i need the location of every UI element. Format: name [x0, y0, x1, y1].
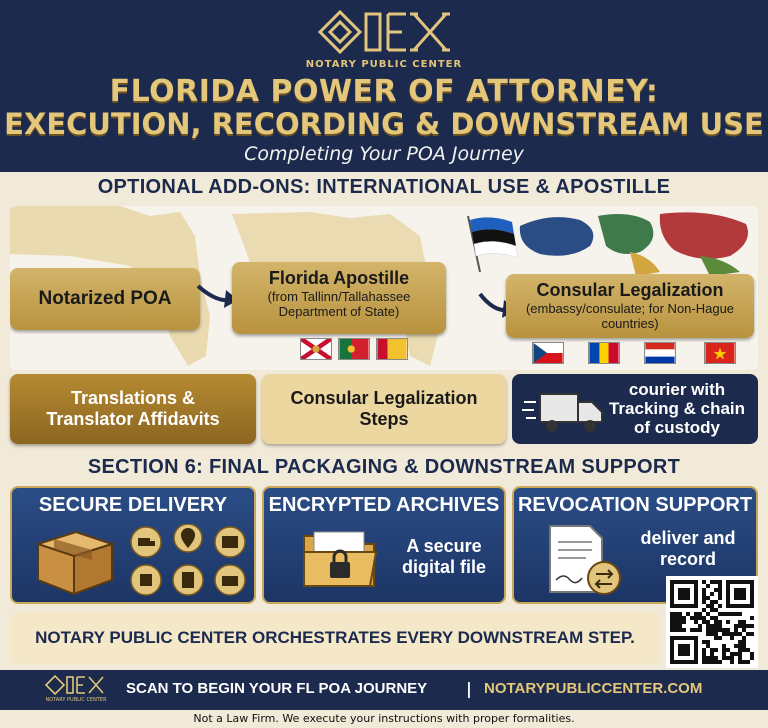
logo-icon — [317, 9, 450, 55]
encrypted-archives-text: A secure digital file — [401, 536, 486, 577]
folder-lock-icon — [303, 531, 378, 587]
footer-logo-subtitle: NOTARY PUBLIC CENTER — [45, 697, 107, 703]
vietnam-flag-icon — [704, 342, 736, 364]
paraguay-flag-icon — [644, 342, 676, 364]
orchestration-banner: NOTARY PUBLIC CENTER ORCHESTRATES EVERY … — [10, 612, 660, 664]
world-map-icon — [519, 212, 748, 276]
translations-box: Translations & Translator Affidavits — [10, 374, 256, 444]
florida-map-icon — [10, 206, 440, 366]
consular-steps-box: Consular Legalization Steps — [262, 374, 506, 444]
section-addons-title: OPTIONAL ADD-ONS: INTERNATIONAL USE & AP… — [97, 176, 671, 198]
estonia-flag-icon — [467, 215, 518, 273]
footer-cta: SCAN TO BEGIN YOUR FL POA JOURNEY — [126, 680, 428, 697]
portugal-flag-icon — [338, 338, 370, 360]
apostille-box: Florida Apostille (from Tallinn/Tallahas… — [232, 262, 446, 334]
spain-style-flag-icon — [376, 338, 408, 360]
apostille-title: Florida Apostille — [268, 268, 410, 288]
qr-code-icon[interactable] — [666, 576, 758, 668]
apostille-subtitle: (from Tallinn/Tallahassee Department of … — [267, 289, 411, 319]
florida-flag-icon — [300, 338, 332, 360]
orchestration-banner-text: NOTARY PUBLIC CENTER ORCHESTRATES EVERY … — [35, 628, 635, 647]
secure-delivery-card: SECURE DELIVERY — [10, 486, 256, 604]
page-title-line1: FLORIDA POWER OF ATTORNEY: — [109, 74, 659, 109]
header-banner — [0, 0, 768, 172]
notarized-poa-label: Notarized POA — [38, 288, 172, 309]
page-subtitle: Completing Your POA Journey — [244, 143, 524, 165]
encrypted-archives-card: ENCRYPTED ARCHIVES A secure digital file — [262, 486, 506, 604]
delivery-options-icons — [130, 524, 246, 596]
consular-subtitle: (embassy/consulate; for Non-Hague countr… — [525, 301, 735, 331]
box-icon — [34, 530, 116, 596]
document-exchange-icon — [549, 525, 621, 595]
consular-title: Consular Legalization — [536, 280, 724, 300]
notarized-poa-box: Notarized POA — [10, 268, 200, 330]
moldova-flag-icon — [588, 342, 620, 364]
addons-panel: Notarized POA Florida Apostille (from Ta… — [10, 206, 758, 370]
czech-flag-icon — [532, 342, 564, 364]
revocation-text: deliver and record — [640, 528, 736, 569]
footer-logo-icon — [44, 674, 104, 696]
logo-subtitle: NOTARY PUBLIC CENTER — [305, 59, 463, 70]
footer-url-link[interactable]: NOTARYPUBLICCENTER.COM — [484, 680, 703, 697]
translations-label: Translations & Translator Affidavits — [46, 388, 220, 429]
secure-delivery-title: SECURE DELIVERY — [38, 494, 228, 516]
courier-box: courier with Tracking & chain of custody — [512, 374, 758, 444]
encrypted-archives-title: ENCRYPTED ARCHIVES — [268, 494, 500, 516]
disclaimer-note: Not a Law Firm. We execute your instruct… — [193, 712, 575, 725]
footer-bar — [0, 670, 768, 710]
arrow-icon — [196, 284, 238, 308]
consular-box: Consular Legalization (embassy/consulate… — [506, 274, 754, 338]
page-title-line2: EXECUTION, RECORDING & DOWNSTREAM USE — [4, 107, 764, 141]
section6-title: SECTION 6: FINAL PACKAGING & DOWNSTREAM … — [87, 456, 681, 478]
truck-icon — [522, 393, 603, 432]
revocation-title: REVOCATION SUPPORT — [517, 494, 753, 516]
consular-steps-label: Consular Legalization Steps — [290, 388, 478, 429]
footer-divider: | — [466, 679, 472, 698]
courier-label: courier with Tracking & chain of custody — [608, 380, 746, 437]
